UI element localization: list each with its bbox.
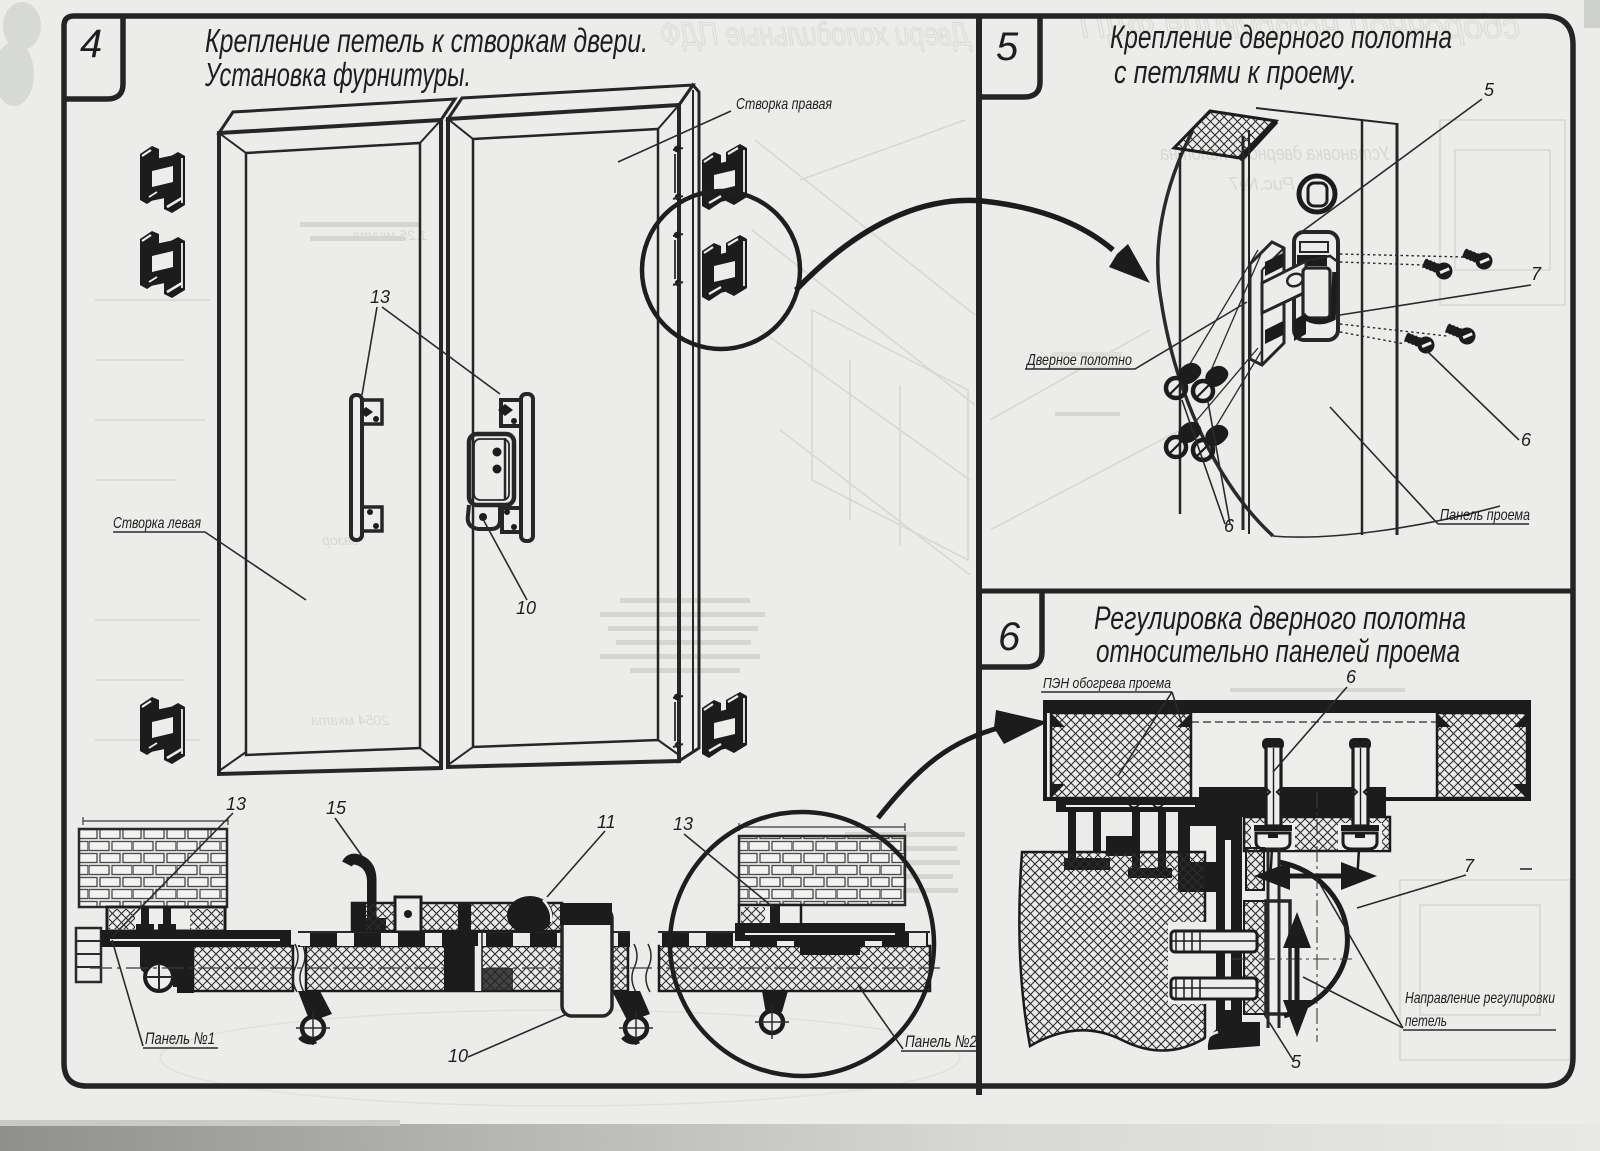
svg-text:5: 5 (996, 25, 1019, 69)
svg-text:13: 13 (226, 794, 246, 814)
svg-text:7: 7 (1531, 264, 1542, 284)
svg-text:Рис.№7: Рис.№7 (1228, 174, 1295, 194)
svg-text:6: 6 (1521, 430, 1532, 450)
svg-text:относительно панелей проема: относительно панелей проема (1096, 633, 1460, 669)
svg-text:4: 4 (80, 22, 102, 66)
svg-text:Панель №2: Панель №2 (905, 1032, 977, 1051)
svg-text:Установка фурнитуры.: Установка фурнитуры. (204, 56, 471, 93)
svg-text:Двери холодильные ПДФ: Двери холодильные ПДФ (660, 16, 972, 52)
svg-text:10: 10 (516, 598, 536, 618)
svg-text:Дверное полотно: Дверное полотно (1025, 352, 1132, 369)
svg-text:6: 6 (1346, 667, 1357, 687)
svg-text:5: 5 (1484, 80, 1495, 100)
svg-text:Панель проема: Панель проема (1440, 507, 1530, 524)
svg-text:13: 13 (370, 287, 390, 307)
svg-text:7: 7 (1464, 856, 1475, 876)
svg-text:петель: петель (1405, 1013, 1447, 1030)
svg-text:Крепление петель к створкам дв: Крепление петель к створкам двери. (205, 22, 648, 59)
svg-text:11: 11 (597, 812, 616, 832)
svg-text:13: 13 (673, 814, 693, 834)
svg-text:Створка правая: Створка правая (736, 96, 832, 113)
svg-text:10: 10 (448, 1046, 468, 1066)
svg-text:Створка левая: Створка левая (113, 515, 201, 532)
svg-text:6: 6 (1224, 516, 1235, 536)
svg-text:15: 15 (326, 798, 347, 818)
svg-text:Направление регулировки: Направление регулировки (1405, 990, 1555, 1007)
svg-text:Панель №1: Панель №1 (145, 1029, 215, 1048)
svg-text:Регулировка дверного полотна: Регулировка дверного полотна (1094, 600, 1466, 636)
svg-text:с петлями к проему.: с петлями к проему. (1114, 54, 1357, 90)
svg-text:ПЭН обогрева проема: ПЭН обогрева проема (1043, 675, 1171, 692)
svg-text:6: 6 (998, 615, 1021, 659)
svg-text:5: 5 (1291, 1052, 1302, 1072)
svg-text:2054 мката: 2054 мката (311, 712, 391, 728)
svg-text:Крепление дверного полотна: Крепление дверного полотна (1110, 19, 1452, 55)
